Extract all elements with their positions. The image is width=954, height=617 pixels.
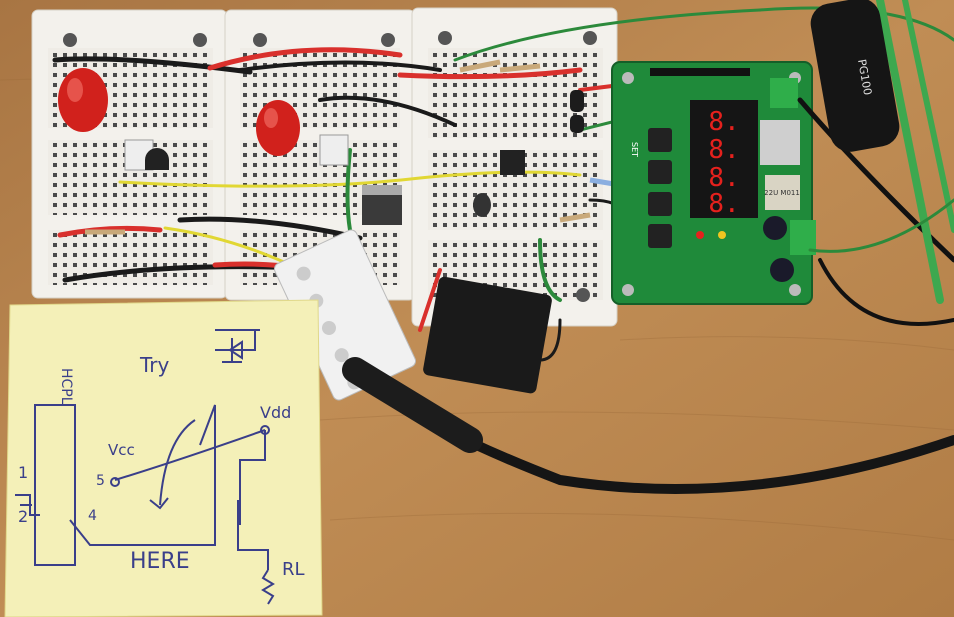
down-button[interactable] <box>648 192 672 216</box>
wires <box>52 8 762 362</box>
display-digit-3: 8. <box>708 163 739 193</box>
pin-2-label: 2 <box>18 507 28 526</box>
pin-1-label: 1 <box>18 463 28 482</box>
display-digit-1: 8. <box>708 107 739 137</box>
up-button[interactable] <box>648 160 672 184</box>
set-label: SET <box>630 142 639 157</box>
inductor-label: 22U M011 <box>764 189 800 197</box>
vcc-label: Vcc <box>108 441 135 459</box>
red-led-2 <box>256 100 300 156</box>
cable-label: PG100 <box>855 58 874 96</box>
chip-label: HCPL <box>58 368 74 405</box>
pin-4-label: 4 <box>88 508 97 524</box>
display-digit-4: 8. <box>708 189 739 219</box>
vdd-label: Vdd <box>260 403 291 422</box>
cable-barrel-right: PG100 <box>810 0 900 152</box>
seven-segment-display <box>690 100 758 218</box>
relay-box <box>423 276 552 394</box>
pin-5-label: 5 <box>96 473 105 489</box>
power-supply-module: 8. 8. 8. 8. SET 22U M011 <box>611 61 816 305</box>
set-button[interactable] <box>648 128 672 152</box>
dc-plug <box>342 357 483 453</box>
rl-label: RL <box>282 559 305 580</box>
inductor <box>765 175 800 210</box>
sticky-note: 1 2 5 4 Vcc Vdd Try HERE RL HCPL <box>4 299 323 617</box>
try-label: Try <box>139 353 170 377</box>
heatsink <box>760 120 800 165</box>
components <box>85 59 621 235</box>
ok-button[interactable] <box>648 224 672 248</box>
display-digit-2: 8. <box>708 135 739 165</box>
here-label: HERE <box>130 549 190 574</box>
red-led-1 <box>58 68 108 132</box>
